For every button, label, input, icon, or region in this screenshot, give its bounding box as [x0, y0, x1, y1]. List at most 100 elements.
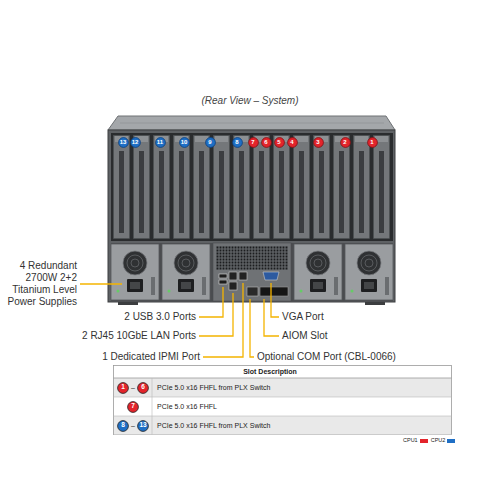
io-panel — [213, 243, 291, 301]
legend-swatch — [420, 439, 428, 443]
callout-label: AIOM Slot — [282, 330, 328, 342]
power-supply — [162, 244, 210, 300]
power-supply — [385, 277, 389, 295]
power-supply — [345, 244, 393, 300]
callout-circle — [232, 137, 242, 147]
callout-circle — [130, 137, 140, 147]
power-supply — [111, 244, 159, 300]
callout-label: Optional COM Port (CBL-0066) — [257, 351, 396, 363]
callout-number: 6 — [264, 139, 267, 145]
power-supply — [294, 244, 342, 300]
callout-number: 9 — [208, 139, 211, 145]
callout-number: 11 — [157, 139, 163, 145]
power-supply — [131, 259, 139, 267]
slot-callout: 13 — [137, 420, 149, 432]
slot-callout: 12 — [130, 137, 141, 148]
callout-label: 1 Dedicated IPMI Port — [102, 351, 200, 363]
power-supply — [117, 290, 120, 293]
leader-line — [271, 283, 279, 317]
chassis — [111, 133, 393, 241]
chassis — [113, 135, 393, 239]
io-panel — [219, 274, 227, 278]
leader-line — [80, 283, 279, 357]
power-supply — [181, 282, 191, 289]
slot-callout: 11 — [155, 137, 166, 148]
slot-callout: 6 — [137, 382, 149, 394]
callout-number: 3 — [316, 139, 319, 145]
callout-label: 4 Redundant 2700W 2+2 Titanium Level Pow… — [5, 260, 77, 308]
leader-line — [250, 299, 254, 357]
power-supply — [111, 244, 159, 300]
chassis — [111, 243, 393, 301]
slot-callout: 7 — [127, 401, 139, 413]
callout-circle — [367, 137, 377, 147]
slot-table — [114, 366, 452, 435]
callout-circle — [138, 420, 149, 431]
callout-number: 1 — [121, 384, 125, 391]
chassis — [120, 123, 384, 124]
leader-line — [203, 283, 243, 357]
power-supply — [130, 282, 140, 289]
callout-circle — [340, 137, 350, 147]
power-supply — [174, 251, 198, 275]
leader-line — [199, 293, 233, 336]
io-panel — [213, 243, 291, 301]
slot-callout: 7 — [248, 137, 259, 148]
power-supply — [364, 282, 374, 289]
callout-number: 7 — [131, 403, 135, 410]
power-supply — [127, 279, 143, 292]
io-panel — [260, 287, 288, 296]
chassis — [365, 302, 385, 305]
power-supply — [151, 277, 155, 295]
slot-callout: 1 — [117, 382, 129, 394]
power-supply — [357, 251, 381, 275]
slot-callout: 3 — [313, 137, 324, 148]
power-supply — [306, 251, 330, 275]
slot-callout: 1 — [367, 137, 378, 148]
power-supply — [294, 244, 342, 300]
callout-number: 13 — [120, 139, 127, 145]
power-supply — [202, 277, 206, 295]
callout-label: VGA Port — [282, 311, 324, 323]
slot-callout: 5 — [274, 137, 285, 148]
callout-number: 10 — [181, 139, 188, 145]
power-supply — [123, 251, 147, 275]
callout-label: 2 RJ45 10GbE LAN Ports — [82, 330, 196, 342]
slot-callout: 8 — [117, 420, 129, 432]
callout-circle — [248, 137, 258, 147]
slot-callout: 4 — [287, 137, 298, 148]
legend-label: CPU2 — [431, 438, 446, 444]
slot-callout: 9 — [205, 137, 216, 148]
callout-circle — [118, 137, 128, 147]
io-panel — [247, 287, 258, 296]
power-supply — [361, 255, 377, 271]
callout-number: 1 — [370, 139, 373, 145]
io-panel — [216, 246, 288, 270]
legend-item: CPU2 — [431, 438, 456, 444]
power-supply — [300, 290, 303, 293]
power-supply — [365, 259, 373, 267]
callout-label: 2 USB 3.0 Ports — [124, 311, 196, 323]
slot-table — [114, 378, 452, 379]
callout-circle — [179, 137, 189, 147]
callout-circle — [128, 401, 139, 412]
chassis — [108, 116, 395, 305]
power-supply — [310, 279, 326, 292]
range-dash: – — [131, 382, 135, 394]
callout-circle — [155, 137, 165, 147]
slot-table — [114, 366, 452, 435]
callout-circle — [261, 137, 271, 147]
io-panel — [263, 272, 279, 280]
slot-table — [152, 378, 153, 435]
range-dash: – — [131, 420, 135, 432]
power-supply — [178, 255, 194, 271]
slot-callout: 8 — [232, 137, 243, 148]
callout-number: 2 — [343, 139, 346, 145]
callout-number: 8 — [235, 139, 238, 145]
power-supply — [310, 255, 326, 271]
leader-line — [264, 299, 279, 336]
callout-circle — [287, 137, 297, 147]
power-supply — [127, 255, 143, 271]
callout-circle — [313, 137, 323, 147]
